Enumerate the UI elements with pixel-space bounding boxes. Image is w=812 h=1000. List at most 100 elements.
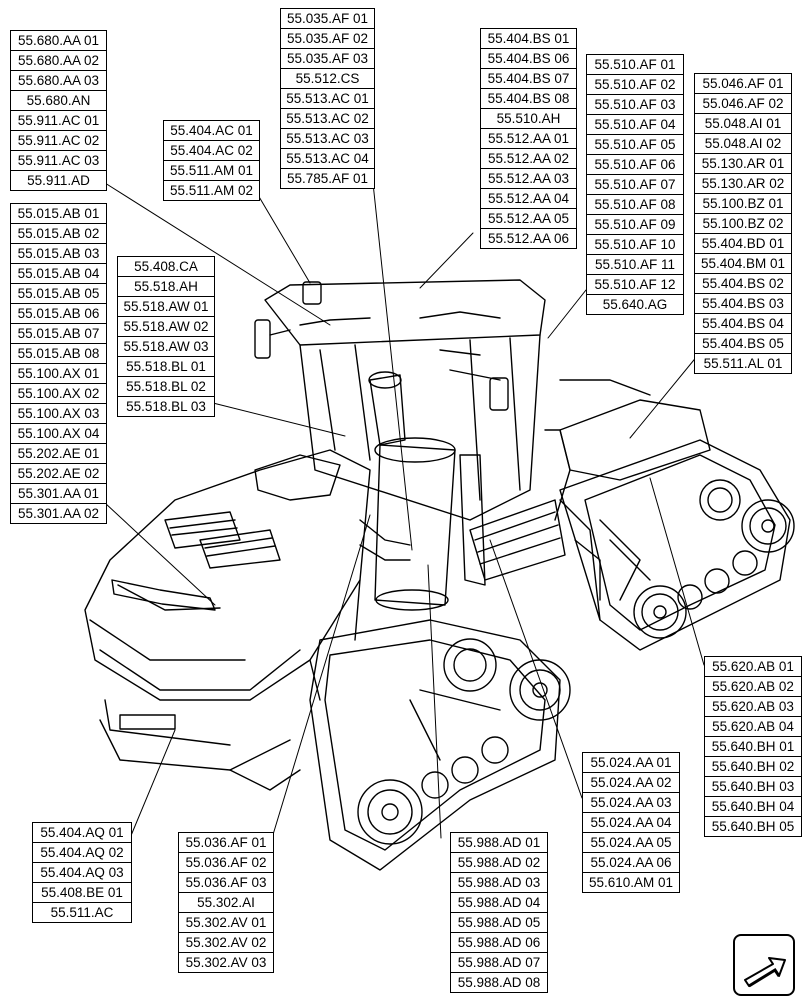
part-code: 55.518.AW 02 bbox=[118, 316, 214, 336]
part-code: 55.988.AD 06 bbox=[451, 932, 547, 952]
part-code: 55.404.AQ 03 bbox=[33, 862, 131, 882]
part-code: 55.036.AF 03 bbox=[179, 872, 273, 892]
part-code: 55.911.AD bbox=[11, 170, 106, 190]
part-code: 55.302.AV 03 bbox=[179, 952, 273, 972]
part-code: 55.513.AC 01 bbox=[281, 88, 374, 108]
part-code: 55.301.AA 02 bbox=[11, 503, 106, 523]
part-code: 55.680.AA 02 bbox=[11, 50, 106, 70]
part-code: 55.510.AF 08 bbox=[587, 194, 683, 214]
leader-lines bbox=[104, 182, 705, 839]
part-code: 55.620.AB 04 bbox=[705, 716, 801, 736]
rear-fender bbox=[544, 379, 711, 521]
part-code: 55.518.BL 03 bbox=[118, 396, 214, 416]
part-code: 55.404.BS 07 bbox=[481, 68, 576, 88]
part-code: 55.510.AF 01 bbox=[594, 57, 676, 72]
part-code: 55.640.BH 02 bbox=[705, 756, 801, 776]
part-code: 55.404.AC 02 bbox=[164, 140, 259, 160]
part-code: 55.988.AD 05 bbox=[451, 912, 547, 932]
part-code: 55.620.AB 02 bbox=[705, 676, 801, 696]
part-code: 55.510.AF 04 bbox=[587, 114, 683, 134]
part-code: 55.640.BH 01 bbox=[705, 736, 801, 756]
part-code: 55.015.AB 04 bbox=[11, 263, 106, 283]
part-code: 55.640.AG bbox=[587, 294, 683, 314]
part-code: 55.911.AC 02 bbox=[11, 130, 106, 150]
part-code: 55.518.AH bbox=[118, 276, 214, 296]
part-code: 55.511.AM 02 bbox=[164, 180, 259, 200]
part-code: 55.511.AM 01 bbox=[164, 160, 259, 180]
part-code: 55.036.AF 02 bbox=[179, 852, 273, 872]
part-code: 55.024.AA 03 bbox=[583, 792, 679, 812]
part-code: 55.015.AB 01 bbox=[17, 206, 100, 221]
part-code: 55.046.AF 02 bbox=[695, 93, 791, 113]
callout-box-13: 55.404.AQ 01 55.404.AQ 02 55.404.AQ 03 5… bbox=[32, 822, 132, 923]
rear-track-assembly bbox=[559, 439, 795, 651]
part-code: 55.640.BH 04 bbox=[705, 796, 801, 816]
part-code: 55.100.AX 01 bbox=[11, 363, 106, 383]
cab bbox=[254, 279, 546, 521]
part-code: 55.404.BD 01 bbox=[695, 233, 791, 253]
callout-box-5: 55.035.AF 01 55.035.AF 02 55.035.AF 03 5… bbox=[280, 8, 375, 189]
part-code: 55.301.AA 01 bbox=[11, 483, 106, 503]
part-code: 55.100.BZ 01 bbox=[695, 193, 791, 213]
part-code: 55.510.AH bbox=[481, 108, 576, 128]
callout-box-12: 55.036.AF 01 55.036.AF 02 55.036.AF 03 5… bbox=[178, 832, 274, 973]
part-code: 55.100.BZ 02 bbox=[695, 213, 791, 233]
callout-box-4: 55.408.CA 55.518.AH 55.518.AW 01 55.518.… bbox=[117, 256, 215, 417]
callout-box-3: 55.404.AC 01 55.404.AC 02 55.511.AM 01 5… bbox=[163, 120, 260, 201]
exhaust-stack bbox=[359, 371, 486, 611]
part-code: 55.130.AR 02 bbox=[695, 173, 791, 193]
part-code: 55.512.AA 01 bbox=[481, 128, 576, 148]
callout-box-10: 55.024.AA 01 55.024.AA 02 55.024.AA 03 5… bbox=[582, 752, 680, 893]
part-code: 55.513.AC 03 bbox=[281, 128, 374, 148]
callout-box-1: 55.680.AA 01 55.680.AA 02 55.680.AA 03 5… bbox=[10, 30, 107, 191]
part-code: 55.100.AX 02 bbox=[11, 383, 106, 403]
part-code: 55.404.BS 01 bbox=[487, 31, 570, 46]
part-code: 55.404.BS 08 bbox=[481, 88, 576, 108]
part-code: 55.510.AF 07 bbox=[587, 174, 683, 194]
part-code: 55.512.AA 03 bbox=[481, 168, 576, 188]
part-code: 55.620.AB 03 bbox=[705, 696, 801, 716]
part-code: 55.404.AQ 02 bbox=[33, 842, 131, 862]
part-code: 55.988.AD 01 bbox=[457, 835, 541, 850]
part-code: 55.512.AA 06 bbox=[481, 228, 576, 248]
part-code: 55.302.AV 02 bbox=[179, 932, 273, 952]
part-code: 55.202.AE 01 bbox=[11, 443, 106, 463]
part-code: 55.510.AF 10 bbox=[587, 234, 683, 254]
part-code: 55.680.AN bbox=[11, 90, 106, 110]
part-code: 55.512.AA 05 bbox=[481, 208, 576, 228]
part-code: 55.046.AF 01 bbox=[702, 76, 784, 91]
part-code: 55.680.AA 03 bbox=[11, 70, 106, 90]
callout-box-6: 55.404.BS 01 55.404.BS 06 55.404.BS 07 5… bbox=[480, 28, 577, 249]
part-code: 55.404.BS 04 bbox=[695, 313, 791, 333]
part-code: 55.911.AC 03 bbox=[11, 150, 106, 170]
part-code: 55.404.BS 03 bbox=[695, 293, 791, 313]
part-code: 55.988.AD 08 bbox=[451, 972, 547, 992]
part-code: 55.518.AW 01 bbox=[118, 296, 214, 316]
part-code: 55.404.BS 06 bbox=[481, 48, 576, 68]
part-code: 55.024.AA 05 bbox=[583, 832, 679, 852]
part-code: 55.408.CA bbox=[134, 259, 198, 274]
part-code: 55.511.AC bbox=[33, 902, 131, 922]
next-page-button[interactable] bbox=[733, 934, 795, 996]
part-code: 55.302.AI bbox=[179, 892, 273, 912]
part-code: 55.015.AB 05 bbox=[11, 283, 106, 303]
next-page-arrow-icon bbox=[744, 957, 786, 988]
part-code: 55.100.AX 04 bbox=[11, 423, 106, 443]
part-code: 55.510.AF 05 bbox=[587, 134, 683, 154]
part-code: 55.988.AD 02 bbox=[451, 852, 547, 872]
part-code: 55.130.AR 01 bbox=[695, 153, 791, 173]
part-code: 55.512.AA 02 bbox=[481, 148, 576, 168]
part-code: 55.610.AM 01 bbox=[583, 872, 679, 892]
part-code: 55.513.AC 02 bbox=[281, 108, 374, 128]
part-code: 55.988.AD 07 bbox=[451, 952, 547, 972]
part-code: 55.408.BE 01 bbox=[33, 882, 131, 902]
part-code: 55.024.AA 06 bbox=[583, 852, 679, 872]
part-code: 55.640.BH 05 bbox=[705, 816, 801, 836]
part-code: 55.035.AF 01 bbox=[286, 11, 369, 26]
front-track-assembly bbox=[309, 619, 571, 871]
callout-box-7: 55.510.AF 01 55.510.AF 02 55.510.AF 03 5… bbox=[586, 54, 684, 315]
part-code: 55.640.BH 03 bbox=[705, 776, 801, 796]
part-code: 55.510.AF 06 bbox=[587, 154, 683, 174]
part-code: 55.510.AF 09 bbox=[587, 214, 683, 234]
